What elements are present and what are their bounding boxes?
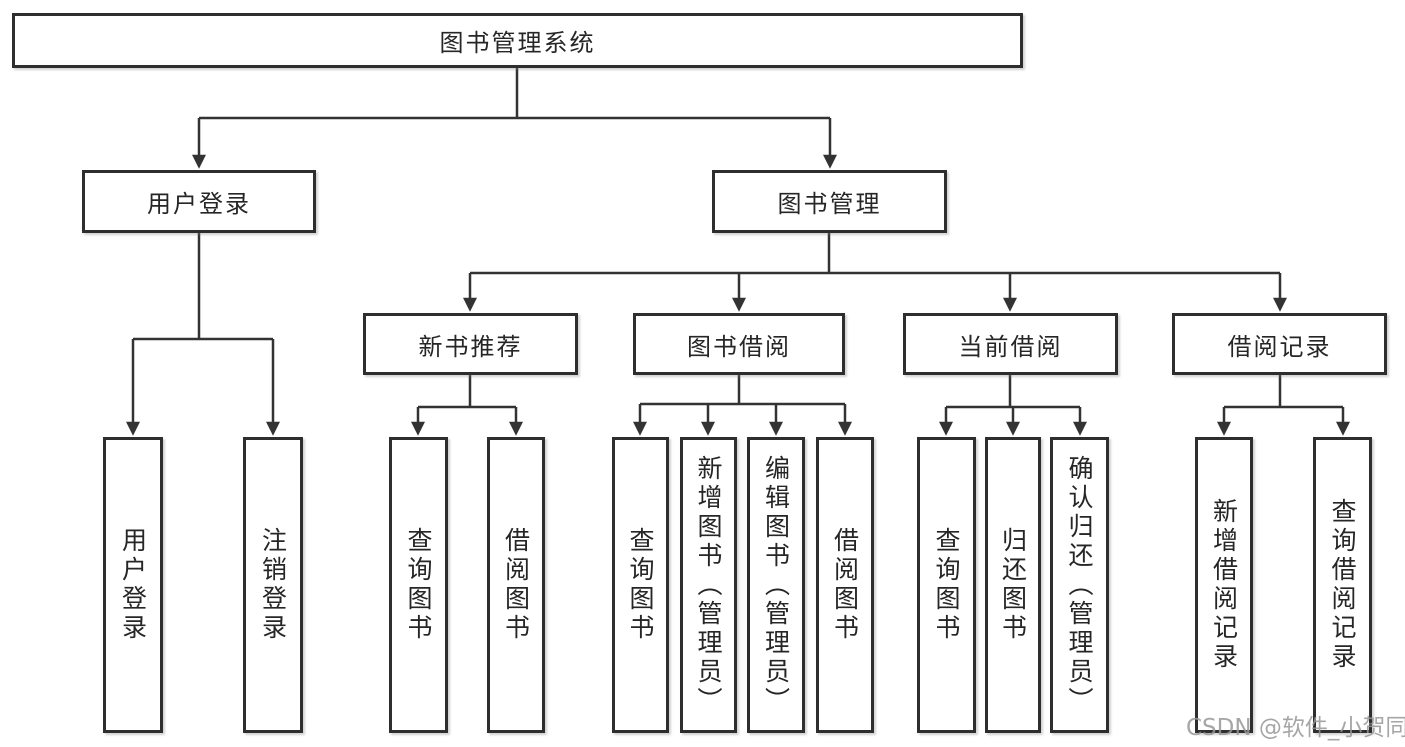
leaf-add-borrow-record: 新增借阅记录 — [1195, 437, 1253, 733]
node-user-login: 用户登录 — [82, 170, 316, 233]
node-new-book-recommend: 新书推荐 — [363, 313, 578, 375]
leaf-query-books-current-label: 查询图书 — [932, 527, 961, 643]
connector-new-book-recommend — [411, 375, 523, 436]
leaf-logout-login-label: 注销登录 — [258, 527, 288, 643]
node-current-borrowing-label: 当前借阅 — [958, 332, 1063, 361]
leaf-query-borrow-record: 查询借阅记录 — [1313, 437, 1372, 733]
connector-current-borrowing — [939, 375, 1087, 436]
node-borrowing-records: 借阅记录 — [1172, 313, 1387, 375]
connector-borrowing-records — [1217, 375, 1350, 436]
node-root: 图书管理系统 — [12, 13, 1023, 68]
connector-book-borrowing — [633, 375, 852, 436]
node-borrowing-records-label: 借阅记录 — [1227, 332, 1332, 361]
connector-book-management — [463, 233, 1287, 312]
leaf-borrow-books-borrowing: 借阅图书 — [816, 437, 874, 733]
node-book-borrowing: 图书借阅 — [633, 313, 845, 375]
node-root-label: 图书管理系统 — [439, 29, 596, 57]
connector-user-login — [126, 233, 280, 436]
leaf-borrow-books-recommend: 借阅图书 — [487, 437, 545, 733]
node-user-login-label: 用户登录 — [147, 190, 251, 218]
leaf-add-books-admin-label: 新增图书（管理员） — [694, 454, 723, 716]
watermark: CSDN @软件_小贺同学 — [1186, 715, 1405, 741]
leaf-query-books-recommend-label: 查询图书 — [404, 527, 433, 643]
leaf-query-books-recommend: 查询图书 — [389, 437, 448, 733]
leaf-query-books-current: 查询图书 — [917, 437, 976, 733]
node-book-management: 图书管理 — [712, 170, 947, 233]
leaf-user-login-label: 用户登录 — [118, 527, 148, 643]
connector-root — [192, 68, 837, 169]
leaf-query-borrow-record-label: 查询借阅记录 — [1328, 498, 1357, 672]
leaf-logout-login: 注销登录 — [243, 437, 303, 733]
leaf-add-books-admin: 新增图书（管理员） — [680, 437, 737, 733]
leaf-query-books-borrowing-label: 查询图书 — [626, 527, 655, 643]
leaf-return-books-label: 归还图书 — [998, 527, 1028, 643]
leaf-edit-books-admin-label: 编辑图书（管理员） — [761, 454, 791, 716]
leaf-edit-books-admin: 编辑图书（管理员） — [747, 437, 805, 733]
leaf-return-books: 归还图书 — [985, 437, 1041, 733]
node-book-borrowing-label: 图书借阅 — [687, 332, 791, 361]
leaf-confirm-return-admin: 确认归还（管理员） — [1050, 437, 1109, 733]
node-book-management-label: 图书管理 — [777, 190, 882, 218]
leaf-query-books-borrowing: 查询图书 — [612, 437, 669, 733]
leaf-add-borrow-record-label: 新增借阅记录 — [1209, 498, 1239, 672]
leaf-confirm-return-admin-label: 确认归还（管理员） — [1065, 454, 1094, 716]
node-new-book-recommend-label: 新书推荐 — [418, 332, 523, 361]
leaf-user-login: 用户登录 — [103, 437, 163, 733]
leaf-borrow-books-borrowing-label: 借阅图书 — [830, 527, 860, 643]
leaf-borrow-books-recommend-label: 借阅图书 — [501, 527, 531, 643]
node-current-borrowing: 当前借阅 — [903, 313, 1118, 375]
